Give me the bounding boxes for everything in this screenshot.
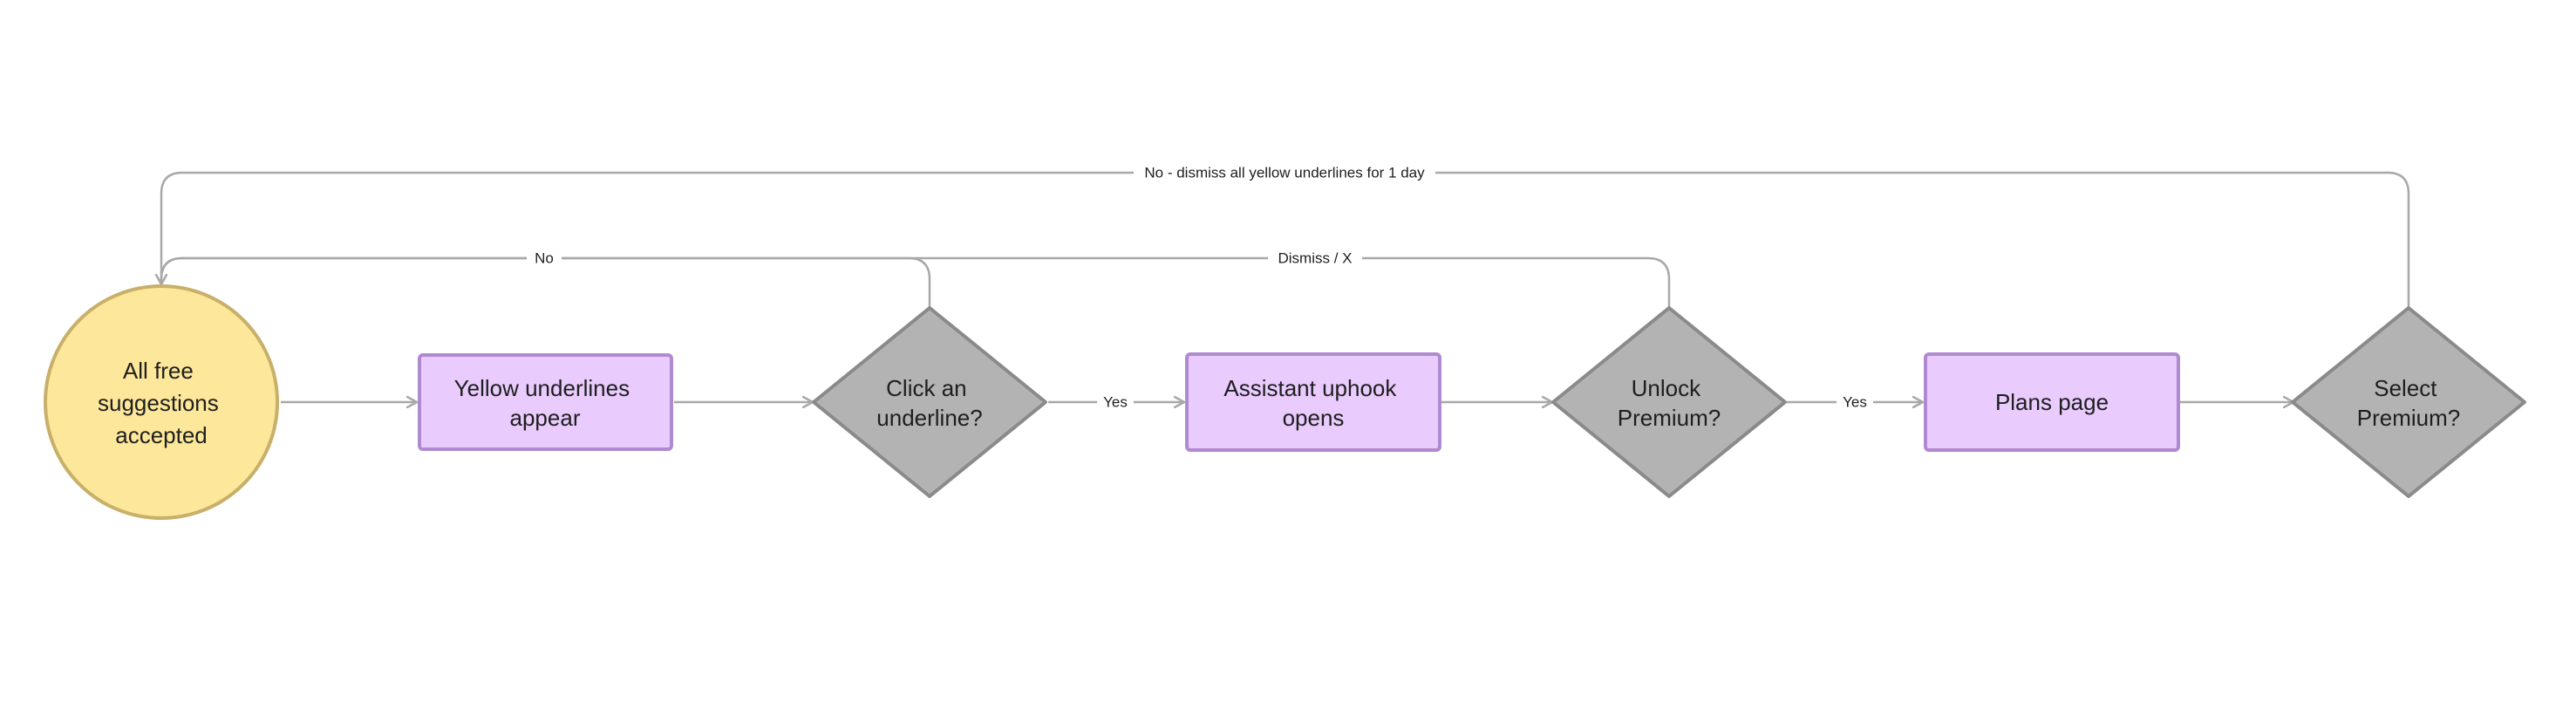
plans-page-label-line-1: Plans page xyxy=(1995,389,2109,415)
select-premium-label-line-1: Select xyxy=(2374,375,2437,401)
svg-text:Click an underline?: Click an underline? xyxy=(876,375,982,431)
node-unlock-premium[interactable]: Unlock Premium? xyxy=(1551,306,1787,498)
unlock-premium-label-line-1: Unlock xyxy=(1632,375,1701,401)
svg-text:Dismiss / X: Dismiss / X xyxy=(1278,250,1353,267)
svg-text:Plans page: Plans page xyxy=(1995,389,2109,415)
svg-text:No - dismiss all yellow underl: No - dismiss all yellow underlines for 1… xyxy=(1144,165,1425,181)
select-premium-label-line-2: Premium? xyxy=(2357,405,2460,431)
start-label-line-1: All free xyxy=(123,358,194,384)
yellow-underlines-label-line-2: appear xyxy=(510,405,581,431)
node-click-underline[interactable]: Click an underline? xyxy=(812,306,1047,498)
edge-label-select-no: No - dismiss all yellow underlines for 1… xyxy=(1134,162,1435,183)
edge-labels-layer: Yes Yes No Dismiss / X No - dismiss all … xyxy=(527,162,1873,413)
yellow-underlines-label-line-1: Yellow underlines xyxy=(454,375,630,401)
edge-label-unlock-dismiss: Dismiss / X xyxy=(1268,248,1362,269)
edge-unlock-dismiss[interactable] xyxy=(160,256,1671,308)
edge-label-unlock-yes: Yes xyxy=(1837,392,1873,413)
click-underline-label-line-2: underline? xyxy=(876,405,982,431)
edge-label-click-no: No xyxy=(527,248,562,269)
assistant-uphook-label-line-2: opens xyxy=(1283,405,1345,431)
node-assistant-uphook[interactable]: Assistant uphook opens xyxy=(1185,352,1441,452)
click-underline-diamond xyxy=(812,306,1047,498)
unlock-premium-label-line-2: Premium? xyxy=(1618,405,1721,431)
assistant-uphook-box xyxy=(1185,352,1441,452)
start-label-line-2: suggestions xyxy=(98,390,219,416)
start-label-line-3: accepted xyxy=(115,422,208,448)
unlock-premium-diamond xyxy=(1551,306,1787,498)
svg-text:Yes: Yes xyxy=(1103,394,1128,411)
select-premium-diamond xyxy=(2291,306,2526,498)
edge-label-click-yes: Yes xyxy=(1097,392,1134,413)
svg-text:All free suggestions: All free suggestions accepted xyxy=(98,358,225,448)
assistant-uphook-label-line-1: Assistant uphook xyxy=(1223,375,1397,401)
svg-text:No: No xyxy=(535,250,554,267)
node-yellow-underlines[interactable]: Yellow underlines appear xyxy=(418,353,673,451)
start-circle xyxy=(44,284,279,520)
plans-page-box xyxy=(1924,352,2180,452)
svg-text:Select Premium?: Select Premium? xyxy=(2357,375,2460,431)
svg-text:Assistant uphook opens: Assistant uphook opens xyxy=(1223,375,1402,431)
edge-select-no[interactable] xyxy=(160,171,2410,308)
nodes-layer: All free suggestions accepted Yellow und… xyxy=(44,284,2526,520)
node-start[interactable]: All free suggestions accepted xyxy=(44,284,279,520)
svg-text:Unlock Premium?: Unlock Premium? xyxy=(1618,375,1721,431)
yellow-underlines-box xyxy=(418,353,673,451)
svg-text:Yes: Yes xyxy=(1843,394,1867,411)
node-plans-page[interactable]: Plans page xyxy=(1924,352,2180,452)
node-select-premium[interactable]: Select Premium? xyxy=(2291,306,2526,498)
svg-text:Yellow underlines appe: Yellow underlines appear xyxy=(454,375,637,431)
click-underline-label-line-1: Click an xyxy=(886,375,966,401)
